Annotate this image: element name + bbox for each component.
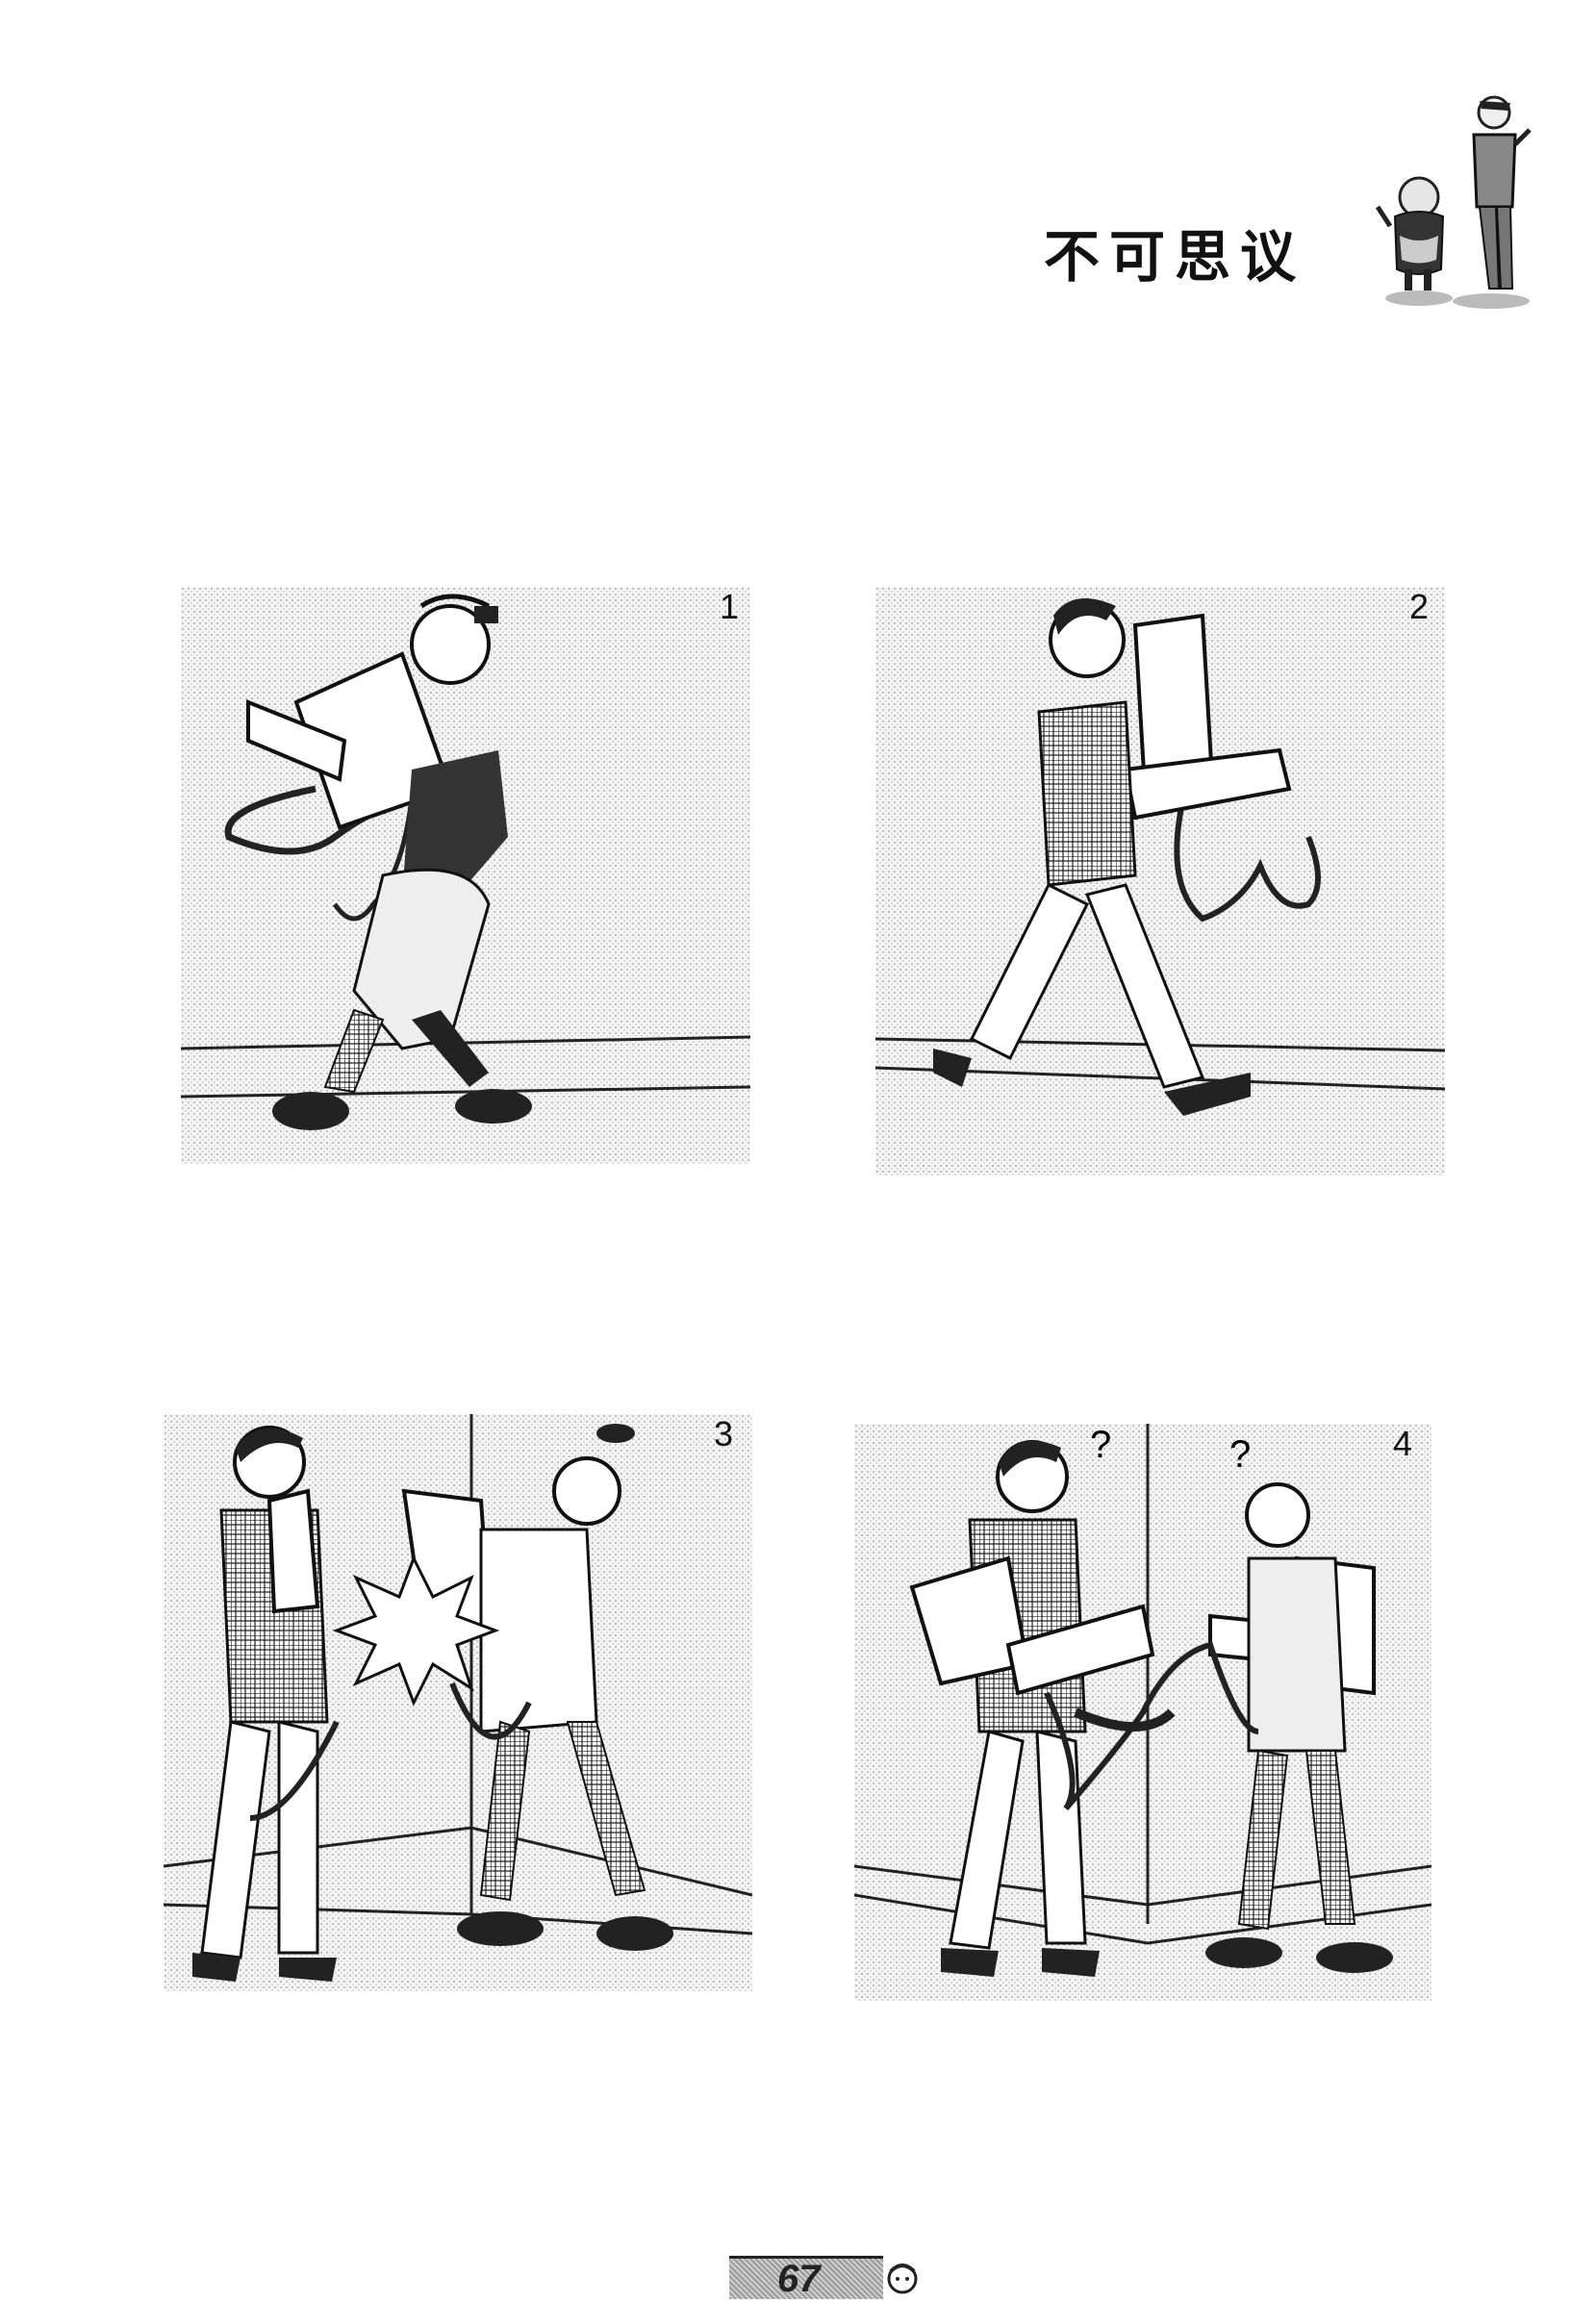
- panel-number: 1: [720, 587, 740, 626]
- svg-text:?: ?: [1229, 1433, 1251, 1476]
- panel-number: 3: [714, 1414, 734, 1454]
- page-folio: 67: [729, 2256, 941, 2300]
- panel-number: 4: [1393, 1424, 1413, 1463]
- small-face-icon: [883, 2260, 922, 2296]
- comic-panel-1: 1: [181, 587, 750, 1164]
- comic-panel-3: 3: [164, 1414, 752, 1991]
- panel-number: 2: [1409, 587, 1430, 626]
- comic-panel-2: 2: [875, 587, 1445, 1176]
- svg-text:?: ?: [1090, 1424, 1111, 1466]
- page-number: 67: [777, 2258, 821, 2300]
- folio-background: [729, 2256, 883, 2299]
- mascot-characters-icon: [1366, 91, 1539, 313]
- comic-panel-4: ? ? 4: [854, 1424, 1431, 2001]
- page-title: 不可思议: [1044, 224, 1306, 290]
